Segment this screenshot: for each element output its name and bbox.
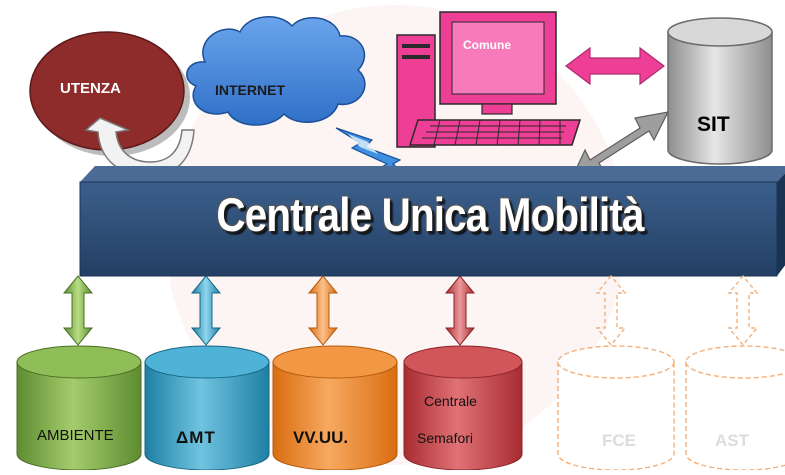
fce-label: FCE [602,431,636,450]
ambiente-link-arrow [62,275,94,346]
vvuu-label: VV.UU. [293,428,349,447]
ambiente-database-icon [16,345,142,471]
internet-cloud-icon [186,16,366,126]
central-bar [79,166,785,277]
ambiente-label: AMBIENTE [37,427,114,444]
fce-database-icon [557,345,675,471]
comune-label: Comune [463,38,511,52]
amt-link-arrow [190,275,222,346]
ast-label: AST [715,431,749,450]
semafori-label: Semafori [417,430,474,446]
ast-link-arrow [727,274,759,347]
utenza-label: UTENZA [60,80,121,97]
amt-database-icon [144,345,270,471]
sit-database-icon [667,17,773,165]
amt-label: ΔMT [176,428,216,447]
semafori-database-icon [403,345,523,471]
utenza-node [29,31,190,156]
sit-label: SIT [697,113,730,136]
vvuu-link-arrow [307,275,339,346]
semafori-label-top: Centrale [424,393,477,409]
ast-database-icon [685,345,785,471]
utenza-internet-arrow [84,117,195,177]
fce-link-arrow [595,274,627,347]
central-title: Centrale Unica Mobilità [216,188,644,241]
vvuu-database-icon [272,345,398,471]
semafori-link-arrow [444,275,476,346]
computer-icon [396,11,582,148]
internet-label: INTERNET [215,82,285,98]
comune-sit-arrow [565,46,665,86]
